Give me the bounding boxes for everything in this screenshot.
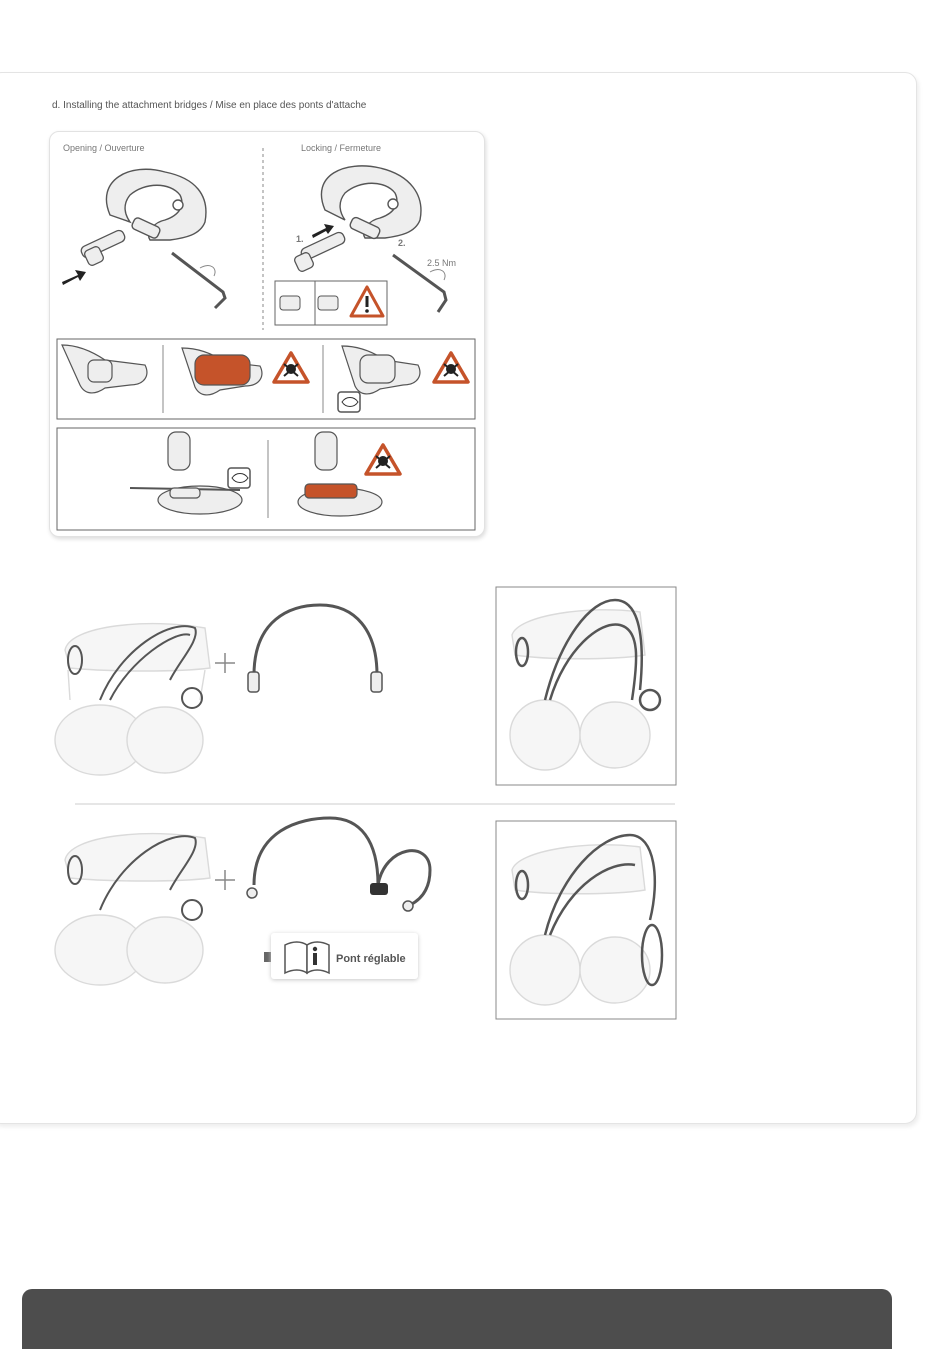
eye-check-icon: [338, 392, 360, 412]
bridge-cord-illustration: [254, 605, 377, 675]
eye-check-icon-2: [228, 468, 250, 488]
adjuster-icon: [370, 883, 388, 895]
harness-check-box: [57, 428, 475, 530]
pull-arrow-icon: [62, 270, 86, 285]
hex-key-illustration-2: [393, 255, 446, 312]
locking-pin-illustration: [293, 231, 346, 273]
plus-icon-2: [215, 870, 235, 890]
opening-buckle-illustration: [106, 169, 206, 240]
plus-icon: [215, 653, 235, 673]
adjustable-bridge-label: Pont réglable: [336, 953, 406, 965]
info-reference-box: Pont réglable: [271, 933, 418, 979]
opening-pin-illustration: [80, 229, 127, 267]
footer-bar: [22, 1289, 892, 1349]
rotate-arrow-icon-2: [430, 270, 445, 280]
adjustable-bridge-illustration: [254, 818, 430, 905]
hex-key-illustration: [172, 253, 225, 308]
book-info-icon: [283, 939, 333, 975]
locking-buckle-illustration: [321, 166, 421, 240]
